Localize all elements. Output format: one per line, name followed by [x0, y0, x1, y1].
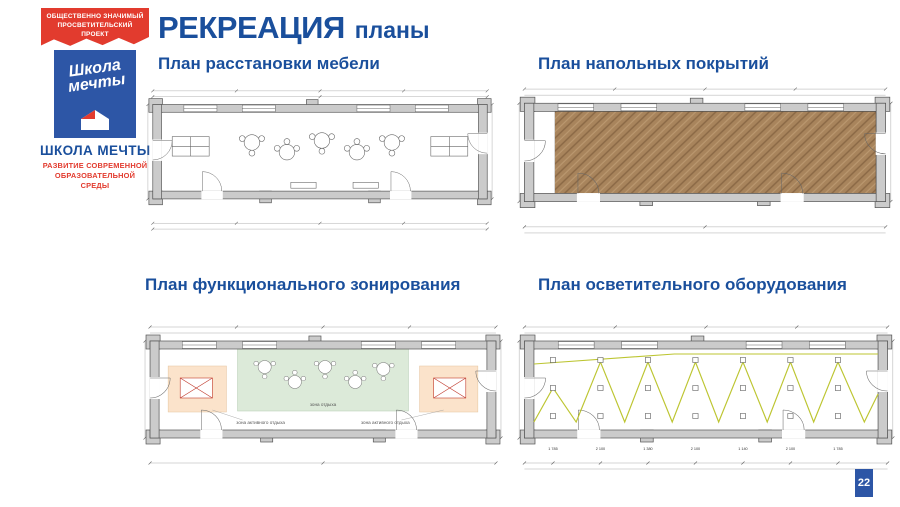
svg-text:1 785: 1 785	[833, 447, 842, 451]
zones	[167, 348, 479, 413]
windows	[181, 341, 456, 349]
section-flooring-plan: План напольных покрытий	[516, 54, 894, 239]
section-lighting-plan: План осветительного оборудования	[516, 275, 896, 475]
page-title-main: РЕКРЕАЦИЯ	[158, 10, 345, 45]
house-icon	[81, 110, 109, 131]
section-zoning-plan: План функционального зонирования	[142, 275, 504, 475]
page-title-sub: планы	[354, 17, 430, 43]
logo-banner-line1: ОБЩЕСТВЕННО ЗНАЧИМЫЙ	[46, 13, 144, 20]
light-fixtures	[550, 357, 841, 419]
doors	[524, 370, 888, 439]
section-furniture-plan: План расстановки мебели	[145, 54, 495, 236]
svg-text:1 380: 1 380	[643, 447, 652, 451]
zone-center-label: зона отдыха	[310, 402, 337, 407]
windows	[557, 103, 844, 111]
windows	[557, 341, 846, 349]
logo-block: ОБЩЕСТВЕННО ЗНАЧИМЫЙ ПРОСВЕТИТЕЛЬСКИЙ ПР…	[40, 8, 150, 191]
doors	[523, 132, 887, 202]
page-number-badge: 22	[855, 469, 873, 497]
zone-right-label: зона активного отдыха	[361, 420, 410, 425]
zoning-plan-drawing: зона отдыха зона активного отдыха зона а…	[143, 325, 503, 465]
zone-furniture	[179, 360, 467, 399]
wiring-lines	[533, 353, 879, 424]
zone-left-label: зона активного отдыха	[236, 420, 285, 425]
svg-text:2 100: 2 100	[596, 447, 605, 451]
dimension-lines	[143, 325, 503, 465]
page-title: РЕКРЕАЦИЯ планы	[158, 10, 430, 46]
furniture-plan-title: План расстановки мебели	[158, 54, 380, 73]
flooring-plan-drawing	[517, 87, 893, 234]
logo-tagline: РАЗВИТИЕ СОВРЕМЕННОЙ ОБРАЗОВАТЕЛЬНОЙ СРЕ…	[40, 161, 150, 191]
dimension-lines	[517, 87, 893, 234]
logo-banner-line2: ПРОСВЕТИТЕЛЬСКИЙ ПРОЕКТ	[57, 21, 133, 38]
svg-text:1 785: 1 785	[548, 447, 557, 451]
logo-tagline-line1: РАЗВИТИЕ СОВРЕМЕННОЙ	[42, 161, 148, 171]
flooring-plan-title: План напольных покрытий	[538, 54, 769, 73]
logo-name: ШКОЛА МЕЧТЫ	[40, 143, 151, 159]
logo-tagline-line2: ОБРАЗОВАТЕЛЬНОЙ СРЕДЫ	[54, 171, 136, 191]
logo-banner: ОБЩЕСТВЕННО ЗНАЧИМЫЙ ПРОСВЕТИТЕЛЬСКИЙ ПР…	[41, 8, 149, 46]
floor-covering-area	[533, 111, 877, 194]
logo-script: Школа мечты	[54, 50, 136, 97]
lighting-plan-title: План осветительного оборудования	[538, 275, 847, 294]
windows	[183, 104, 449, 112]
zoning-plan-title: План функционального зонирования	[145, 275, 461, 294]
furniture-plan-drawing	[146, 89, 494, 231]
zone-leader-lines	[212, 409, 444, 421]
dimension-lines	[517, 325, 895, 470]
doors	[149, 370, 497, 439]
lighting-plan-drawing: 1 785 2 100 1 380 2 100 1 140 2 100 1 78…	[517, 325, 895, 470]
svg-text:2 100: 2 100	[691, 447, 700, 451]
floor-uncovered-strip	[533, 111, 556, 194]
furniture	[171, 132, 469, 189]
dimension-labels: 1 785 2 100 1 380 2 100 1 140 2 100 1 78…	[548, 447, 842, 451]
svg-text:2 100: 2 100	[786, 447, 795, 451]
dimension-lines	[146, 89, 494, 231]
svg-text:1 140: 1 140	[738, 447, 747, 451]
logo-emblem: Школа мечты	[54, 50, 136, 139]
